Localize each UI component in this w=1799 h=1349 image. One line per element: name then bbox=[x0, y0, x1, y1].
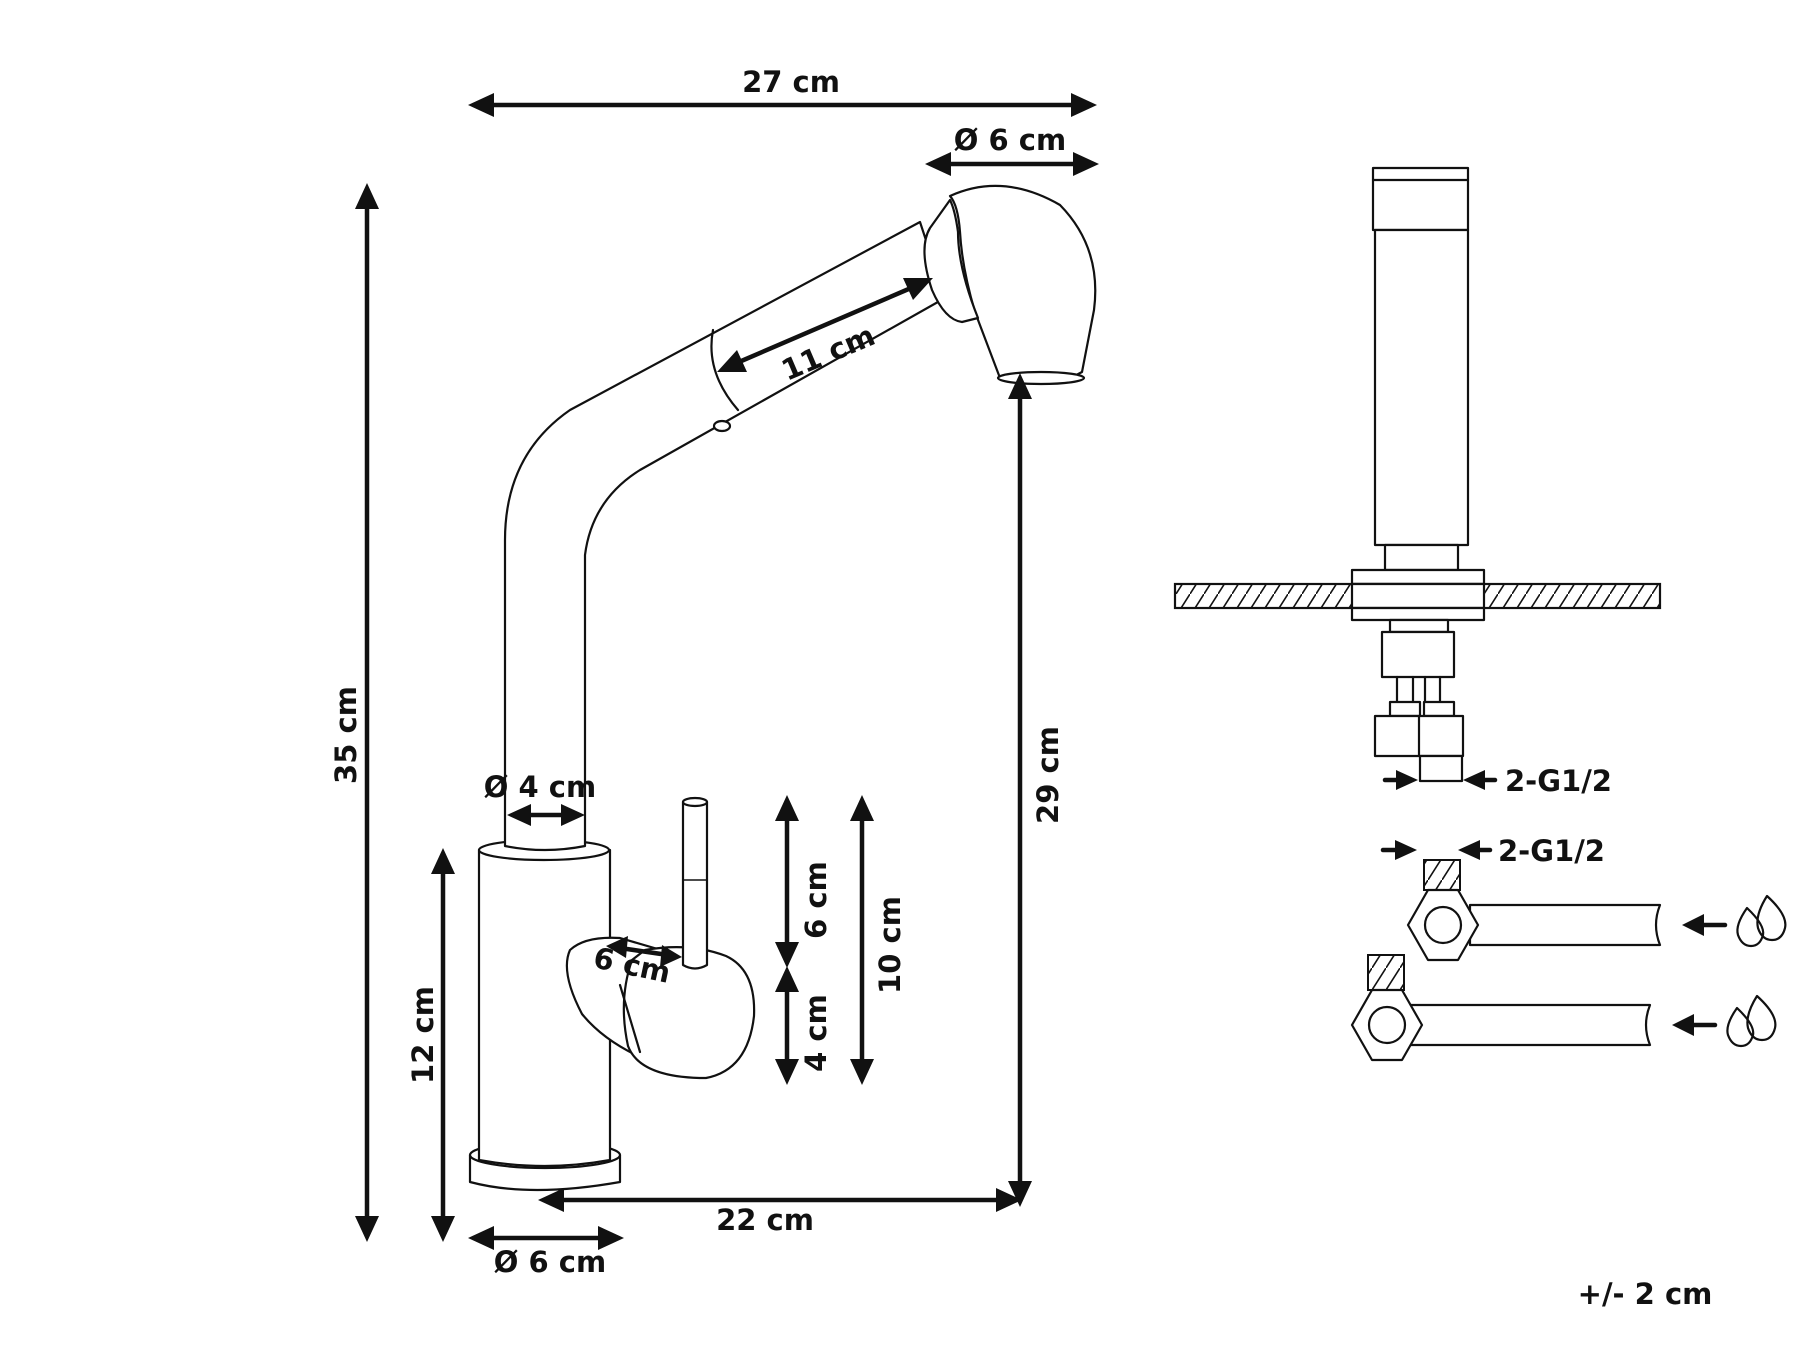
side-hose-nut-right bbox=[1422, 700, 1456, 718]
hose-nut-hole-lower bbox=[1367, 1005, 1407, 1045]
spray-head bbox=[948, 184, 1097, 383]
side-shank bbox=[1380, 630, 1456, 679]
connector-thread-label: 2-G1/2 bbox=[1505, 764, 1612, 798]
hose-thread-lower bbox=[1367, 954, 1405, 991]
handle-lever bbox=[681, 800, 709, 970]
side-locking-nut bbox=[1388, 618, 1450, 634]
lever-total-height-label: 10 cm bbox=[873, 896, 907, 994]
cold-water-hose bbox=[1350, 954, 1652, 1062]
tolerance-label: +/- 2 cm bbox=[1578, 1277, 1713, 1311]
faucet-body bbox=[477, 848, 612, 1168]
handle-cap bbox=[622, 946, 756, 1080]
handle-height-label: 4 cm bbox=[799, 994, 833, 1072]
overall-width-label: 27 cm bbox=[742, 65, 840, 99]
side-spray-head bbox=[1371, 166, 1470, 232]
handle-lever-top bbox=[681, 796, 709, 808]
hose-thread-upper bbox=[1423, 859, 1461, 891]
side-faucet-column bbox=[1373, 228, 1470, 547]
hose-thread-label: 2-G1/2 bbox=[1498, 834, 1605, 868]
side-mounting-flange-top bbox=[1350, 568, 1486, 586]
spray-head-collar bbox=[923, 198, 980, 324]
hose-nut-hole-upper bbox=[1423, 905, 1463, 945]
hose-pipe-upper bbox=[1468, 903, 1662, 947]
side-mounting-flange-bottom bbox=[1350, 606, 1486, 622]
side-column-collar bbox=[1383, 543, 1460, 572]
faucet-spout bbox=[503, 220, 947, 852]
base-diameter-label: Ø 6 cm bbox=[494, 1245, 606, 1279]
body-height-label: 12 cm bbox=[406, 986, 440, 1084]
faucet-front-view bbox=[468, 184, 1097, 1192]
front-dimension-lines bbox=[355, 93, 1099, 1250]
lever-height-label: 6 cm bbox=[799, 861, 833, 939]
spout-height-label: 29 cm bbox=[1031, 726, 1065, 824]
pull-out-release-dot bbox=[712, 419, 732, 433]
reach-label: 22 cm bbox=[716, 1203, 814, 1237]
handle-seam bbox=[618, 983, 642, 1054]
spray-head-diameter-label: Ø 6 cm bbox=[954, 123, 1066, 157]
side-thread-end bbox=[1418, 754, 1464, 783]
overall-height-label: 35 cm bbox=[329, 686, 363, 784]
pull-out-hose-section bbox=[710, 328, 740, 412]
side-hose-nut-left bbox=[1388, 700, 1422, 718]
water-drops-icon bbox=[1736, 894, 1787, 948]
spout-diameter-label: Ø 4 cm bbox=[484, 770, 596, 804]
hot-water-hose bbox=[1406, 859, 1662, 962]
countertop-cutout bbox=[1350, 582, 1486, 610]
front-dimension-labels: 27 cm Ø 6 cm 35 cm 11 cm 29 cm Ø 4 cm 12… bbox=[329, 65, 1066, 1279]
spray-head-nozzle bbox=[996, 370, 1086, 386]
faucet-side-view: 2-G1/2 2-G1/2 bbox=[1173, 166, 1787, 1062]
hose-pipe-lower bbox=[1408, 1003, 1652, 1047]
water-drops-icon bbox=[1726, 994, 1777, 1048]
